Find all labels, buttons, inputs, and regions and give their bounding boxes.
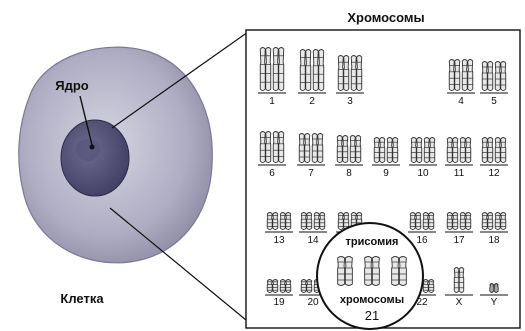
pair-label-2: 2	[309, 96, 315, 107]
pair-label-8: 8	[346, 168, 352, 179]
pair-label-10: 10	[417, 168, 429, 179]
chromosome-15-a	[338, 213, 349, 230]
chromosome-11-b	[460, 138, 471, 163]
pair-label-17: 17	[453, 235, 465, 246]
nucleolus	[76, 139, 100, 161]
cell-label: Клетка	[60, 291, 104, 306]
trisomy-bottom-label: хромосомы	[340, 294, 404, 306]
nucleus-label: Ядро	[55, 78, 89, 93]
chromosome-Y	[490, 284, 498, 293]
chromosome-19-b	[280, 280, 291, 293]
trisomy-number: 21	[365, 308, 379, 323]
chromosome-9-b	[387, 138, 398, 163]
pair-label-1: 1	[269, 96, 275, 107]
pair-label-18: 18	[488, 235, 500, 246]
chromosome-10-a	[411, 138, 422, 163]
pair-label-7: 7	[308, 168, 314, 179]
chromosome-12-a	[482, 138, 493, 163]
chromosome-14-b	[314, 213, 325, 230]
chromosome-18-b	[495, 213, 506, 230]
chromosome-22-b	[423, 280, 434, 293]
pair-label-5: 5	[491, 96, 497, 107]
chromosome-19-a	[267, 280, 278, 293]
chromosome-8-a	[337, 136, 348, 163]
chromosome-20-a	[301, 280, 312, 293]
trisomy-highlight: трисомия хромосомы 21	[317, 223, 423, 329]
pair-label-20: 20	[307, 297, 319, 308]
chromosome-12-b	[495, 138, 506, 163]
chromosome-10-b	[424, 138, 435, 163]
chromosome-13-a	[267, 213, 278, 230]
pair-label-3: 3	[347, 96, 353, 107]
diagram-title: Хромосомы	[347, 10, 424, 25]
pair-label-9: 9	[383, 168, 389, 179]
chromosome-X	[454, 268, 463, 293]
pair-label-6: 6	[269, 168, 275, 179]
pair-label-12: 12	[488, 168, 500, 179]
pair-label-19: 19	[273, 297, 285, 308]
chromosome-11-a	[447, 138, 458, 163]
chromosome-14-a	[301, 213, 312, 230]
chromosome-17-a	[447, 213, 458, 230]
trisomy-top-label: трисомия	[346, 236, 399, 248]
pair-label-14: 14	[307, 235, 319, 246]
nucleus-pointer-dot	[90, 145, 95, 150]
pair-label-Y: Y	[491, 297, 498, 308]
chromosome-13-b	[280, 213, 291, 230]
chromosome-8-b	[350, 136, 361, 163]
chromosome-18-a	[482, 213, 493, 230]
cell	[19, 47, 213, 263]
chromosome-17-b	[460, 213, 471, 230]
pair-label-4: 4	[458, 96, 464, 107]
pair-label-X: X	[456, 297, 463, 308]
pair-label-11: 11	[454, 168, 465, 179]
chromosome-9-a	[374, 138, 385, 163]
chromosome-16-a	[410, 213, 421, 230]
pair-label-13: 13	[273, 235, 285, 246]
pair-label-16: 16	[416, 235, 428, 246]
chromosome-16-b	[423, 213, 434, 230]
